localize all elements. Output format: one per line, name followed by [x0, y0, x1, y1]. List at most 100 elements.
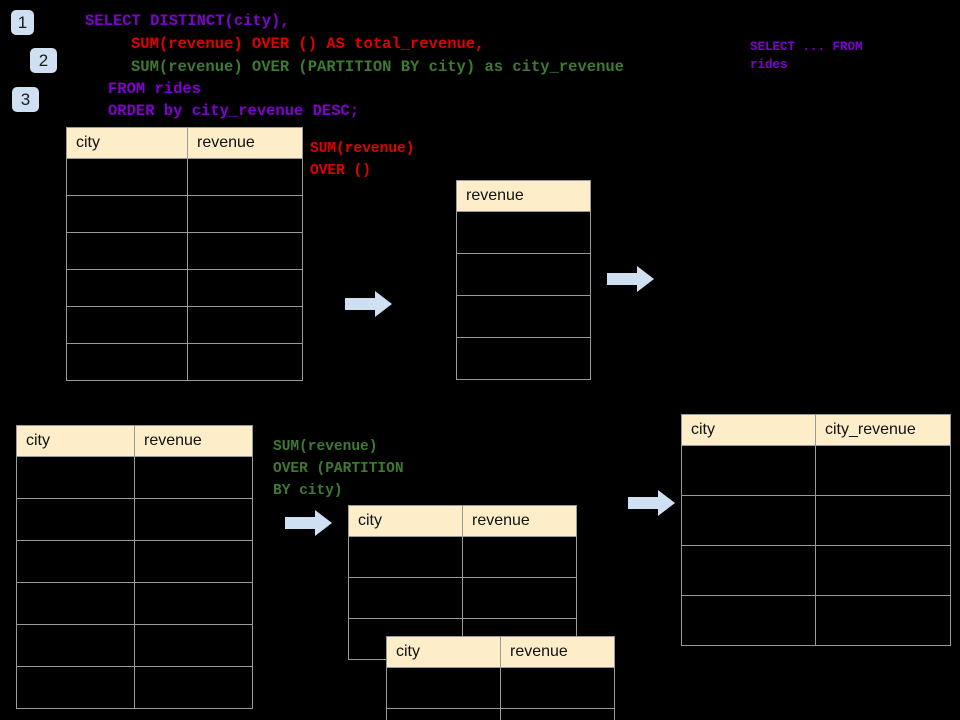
table-row	[16, 456, 253, 499]
sum-over-empty-label: SUM(revenue) OVER ()	[310, 141, 415, 179]
column-header-revenue: revenue	[500, 636, 615, 668]
table-cell	[462, 536, 577, 578]
column-header-city: city	[681, 414, 816, 446]
table-cell	[456, 295, 591, 338]
column-header-city: city	[386, 636, 501, 668]
table-cell	[815, 595, 951, 646]
table-row	[456, 337, 591, 380]
table-row	[456, 253, 591, 296]
column-header-revenue: revenue	[134, 425, 253, 457]
table-cell	[456, 211, 591, 254]
table-cell	[815, 445, 951, 496]
table-cell	[66, 195, 188, 233]
arrow-partition-to-result	[628, 488, 676, 518]
table-row	[16, 498, 253, 541]
arrow-source-to-total	[345, 289, 393, 319]
table-cell	[16, 624, 135, 667]
right-arrow-icon	[628, 490, 675, 516]
table-cell	[348, 577, 463, 619]
arrow-source2-to-partition	[285, 508, 333, 538]
column-header-city: city	[66, 127, 188, 159]
sql-code-line-1: SELECT DISTINCT(city),	[85, 12, 290, 30]
table-row	[16, 582, 253, 625]
table-cell	[134, 624, 253, 667]
table-cell	[16, 666, 135, 709]
table-cell	[134, 540, 253, 583]
table-cell	[66, 232, 188, 270]
table-cell	[134, 582, 253, 625]
sum-over-partition-label: SUM(revenue) OVER (PARTITION BY city)	[273, 439, 404, 499]
step-badge-3: 3	[12, 87, 39, 112]
table-row	[66, 306, 303, 344]
table-cell	[386, 708, 501, 720]
column-header-city: city	[348, 505, 463, 537]
table-row	[456, 295, 591, 338]
table-cell	[386, 667, 501, 709]
table-header-row: revenue	[456, 180, 591, 212]
table-cell	[16, 498, 135, 541]
table-cell	[348, 536, 463, 578]
right-arrow-icon	[285, 510, 332, 536]
arrow-total-to-result	[607, 264, 655, 294]
table-cell	[134, 498, 253, 541]
table-row	[66, 195, 303, 233]
table-cell	[134, 666, 253, 709]
table-cell	[66, 306, 188, 344]
column-header-revenue: revenue	[187, 127, 303, 159]
table-row	[386, 708, 615, 720]
table-cell	[681, 445, 816, 496]
table-cell	[66, 158, 188, 196]
table-row	[348, 577, 577, 619]
table-row	[681, 495, 951, 546]
sql-code-line-5: ORDER by city_revenue DESC;	[108, 102, 360, 120]
table-cell	[134, 456, 253, 499]
table-cell	[16, 456, 135, 499]
table-row	[386, 667, 615, 709]
step-badge-2: 2	[30, 48, 57, 73]
table-row	[16, 540, 253, 583]
table-cell	[187, 306, 303, 344]
column-header-revenue: revenue	[462, 505, 577, 537]
table-cell	[187, 195, 303, 233]
step-badge-1: 1	[11, 10, 34, 35]
total-revenue-table: revenue	[456, 180, 591, 380]
table-row	[66, 232, 303, 270]
table-cell	[66, 269, 188, 307]
table-cell	[500, 667, 615, 709]
right-arrow-icon	[345, 291, 392, 317]
table-cell	[815, 495, 951, 546]
table-cell	[681, 545, 816, 596]
table-cell	[456, 337, 591, 380]
table-row	[681, 445, 951, 496]
table-row	[348, 536, 577, 578]
column-header-revenue: revenue	[456, 180, 591, 212]
table-row	[681, 595, 951, 646]
table-row	[66, 269, 303, 307]
table-cell	[16, 582, 135, 625]
table-cell	[681, 495, 816, 546]
table-cell	[66, 343, 188, 381]
column-header-city: city	[16, 425, 135, 457]
sql-code-line-2: SUM(revenue) OVER () AS total_revenue,	[131, 35, 485, 53]
table-cell	[456, 253, 591, 296]
table-row	[16, 624, 253, 667]
table-row	[66, 343, 303, 381]
table-row	[681, 545, 951, 596]
column-header-city_revenue: city_revenue	[815, 414, 951, 446]
table-cell	[815, 545, 951, 596]
table-cell	[16, 540, 135, 583]
sql-code-line-4: FROM rides	[108, 80, 202, 98]
table-cell	[462, 577, 577, 619]
sql-code-line-3: SUM(revenue) OVER (PARTITION BY city) as…	[131, 58, 624, 76]
table-cell	[681, 595, 816, 646]
